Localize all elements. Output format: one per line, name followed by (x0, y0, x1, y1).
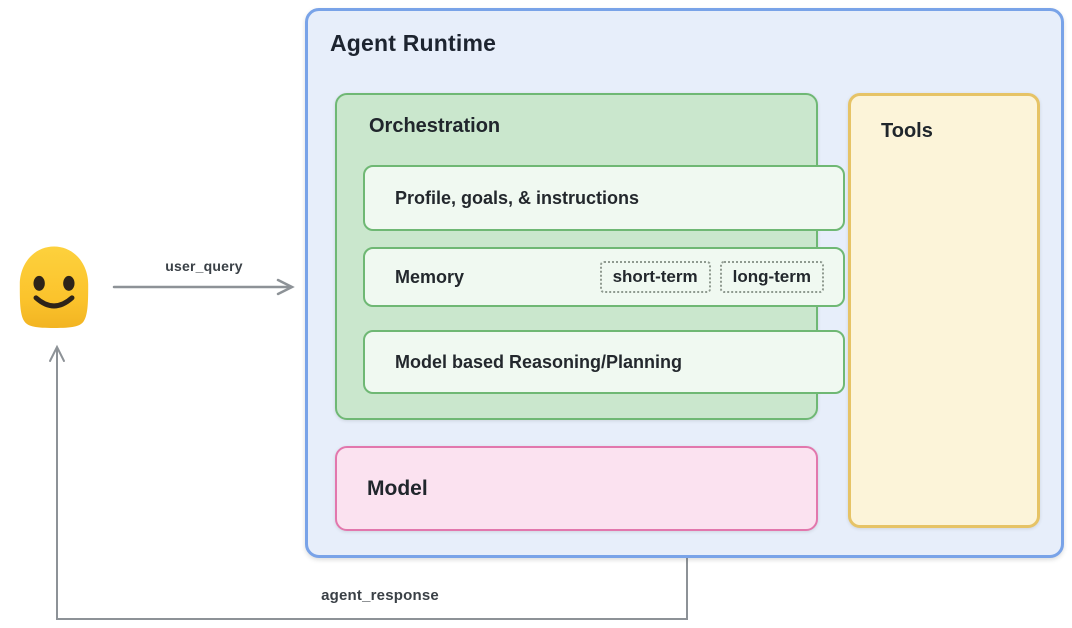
memory-box: Memory short-term long-term (363, 247, 845, 307)
memory-chips: short-term long-term (599, 261, 824, 293)
agent-response-label: agent_response (321, 587, 439, 604)
long-term-memory-chip: long-term (719, 261, 824, 293)
reasoning-planning-box: Model based Reasoning/Planning (363, 330, 845, 394)
reasoning-planning-label: Model based Reasoning/Planning (395, 351, 683, 372)
orchestration-title: Orchestration (369, 115, 501, 137)
user-emoji-icon (19, 246, 89, 328)
user-query-label: user_query (165, 258, 243, 274)
model-box: Model (335, 446, 818, 531)
tools-title: Tools (881, 120, 933, 142)
user-query-arrow (112, 278, 295, 296)
short-term-memory-chip: short-term (599, 261, 711, 293)
profile-goals-instructions-box: Profile, goals, & instructions (363, 165, 845, 231)
profile-goals-instructions-label: Profile, goals, & instructions (395, 187, 640, 208)
tools-box (848, 93, 1040, 528)
model-label: Model (367, 476, 428, 500)
agent-runtime-title: Agent Runtime (330, 30, 497, 56)
memory-label: Memory (395, 266, 465, 287)
